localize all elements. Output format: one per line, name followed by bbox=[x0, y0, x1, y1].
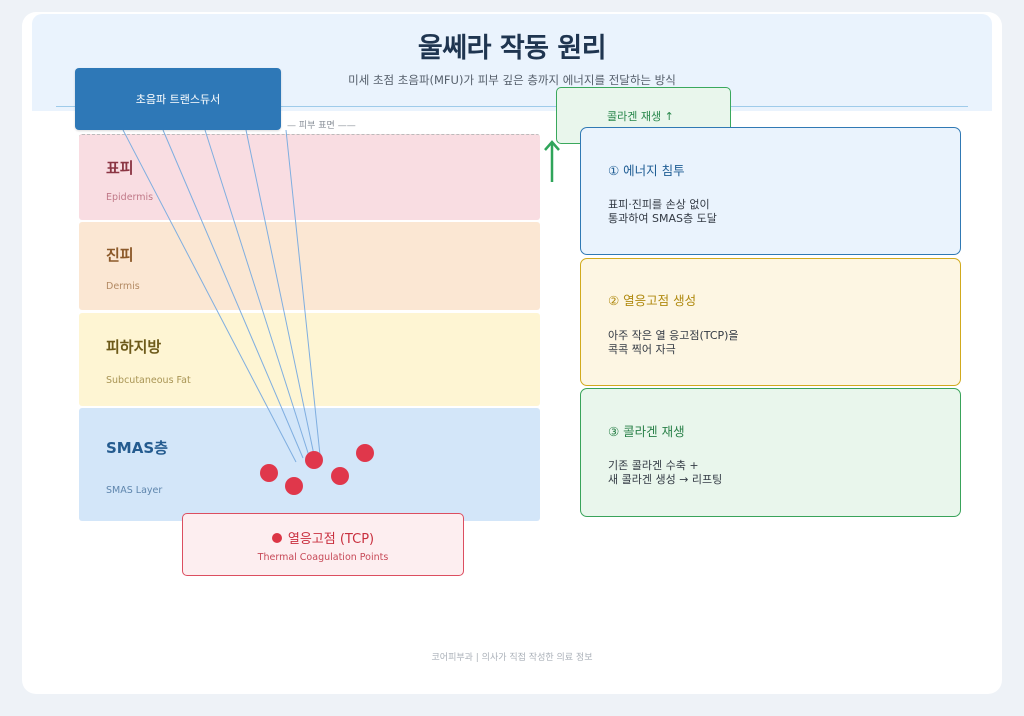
layer-name: 진피 bbox=[106, 246, 134, 264]
layer-dermis: 진피 Dermis bbox=[79, 222, 540, 310]
layer-name-en: SMAS Layer bbox=[106, 485, 163, 496]
tcp-dot bbox=[356, 444, 374, 462]
layer-name-en: Subcutaneous Fat bbox=[106, 375, 191, 386]
step-title: ① 에너지 침투 bbox=[608, 163, 685, 178]
transducer-label: 초음파 트랜스듀서 bbox=[135, 93, 221, 106]
step-desc-line: 새 콜라겐 생성 → 리프팅 bbox=[608, 473, 723, 486]
step-desc-line: 기존 콜라겐 수축 + bbox=[608, 459, 699, 472]
step-desc-line: 아주 작은 열 응고점(TCP)을 bbox=[608, 329, 739, 342]
beam-line bbox=[245, 129, 315, 456]
step-title: ② 열응고점 생성 bbox=[608, 293, 697, 308]
collagen-label: 콜라겐 재생 ↑ bbox=[607, 110, 674, 123]
layer-name: SMAS층 bbox=[106, 439, 168, 457]
step-energy-penetration: ① 에너지 침투 표피·진피를 손상 없이 통과하여 SMAS층 도달 bbox=[580, 127, 961, 255]
step-description: 기존 콜라겐 수축 + 새 콜라겐 생성 → 리프팅 bbox=[608, 459, 722, 487]
page-subtitle: 미세 초점 초음파(MFU)가 피부 깊은 층까지 에너지를 전달하는 방식 bbox=[348, 73, 676, 87]
layer-name: 피하지방 bbox=[106, 338, 162, 356]
step-desc-line: 통과하여 SMAS층 도달 bbox=[608, 212, 717, 225]
step-desc-line: 표피·진피를 손상 없이 bbox=[608, 198, 710, 211]
step-collagen-regeneration: ③ 콜라겐 재생 기존 콜라겐 수축 + 새 콜라겐 생성 → 리프팅 bbox=[580, 388, 961, 517]
layer-name-en: Dermis bbox=[106, 281, 140, 292]
arrow-up-icon bbox=[544, 140, 560, 182]
step-description: 아주 작은 열 응고점(TCP)을 콕콕 찍어 자극 bbox=[608, 329, 739, 357]
step-tcp-creation: ② 열응고점 생성 아주 작은 열 응고점(TCP)을 콕콕 찍어 자극 bbox=[580, 258, 961, 386]
beam-line bbox=[285, 129, 321, 456]
tcp-dot-icon bbox=[271, 533, 282, 543]
step-description: 표피·진피를 손상 없이 통과하여 SMAS층 도달 bbox=[608, 198, 717, 226]
tcp-subtitle: Thermal Coagulation Points bbox=[257, 552, 389, 563]
layer-subcutaneous-fat: 피하지방 Subcutaneous Fat bbox=[79, 313, 540, 406]
beam-line bbox=[122, 129, 297, 463]
footer-credit: 코어피부과 | 의사가 직접 작성한 의료 정보 bbox=[431, 653, 593, 663]
tcp-dot bbox=[285, 477, 303, 495]
layer-epidermis: 표피 Epidermis bbox=[79, 134, 540, 220]
tcp-dot bbox=[305, 451, 323, 469]
tcp-legend: 열응고점 (TCP) Thermal Coagulation Points bbox=[182, 513, 464, 576]
step-desc-line: 콕콕 찍어 자극 bbox=[608, 343, 676, 356]
layer-name-en: Epidermis bbox=[106, 192, 154, 203]
layer-name: 표피 bbox=[106, 159, 134, 177]
page-title: 울쎄라 작동 원리 bbox=[417, 33, 607, 64]
step-title: ③ 콜라겐 재생 bbox=[608, 424, 685, 439]
tcp-title: 열응고점 (TCP) bbox=[287, 532, 375, 547]
beam-line bbox=[162, 129, 304, 459]
tcp-dot bbox=[260, 464, 278, 482]
layer-smas: SMAS층 SMAS Layer bbox=[79, 408, 540, 521]
beam-line bbox=[204, 129, 310, 457]
tcp-dot bbox=[331, 467, 349, 485]
header-divider bbox=[56, 106, 968, 107]
skin-surface-label: — 피부 표면 —— bbox=[287, 121, 356, 131]
ultrasound-transducer: 초음파 트랜스듀서 bbox=[75, 68, 281, 130]
